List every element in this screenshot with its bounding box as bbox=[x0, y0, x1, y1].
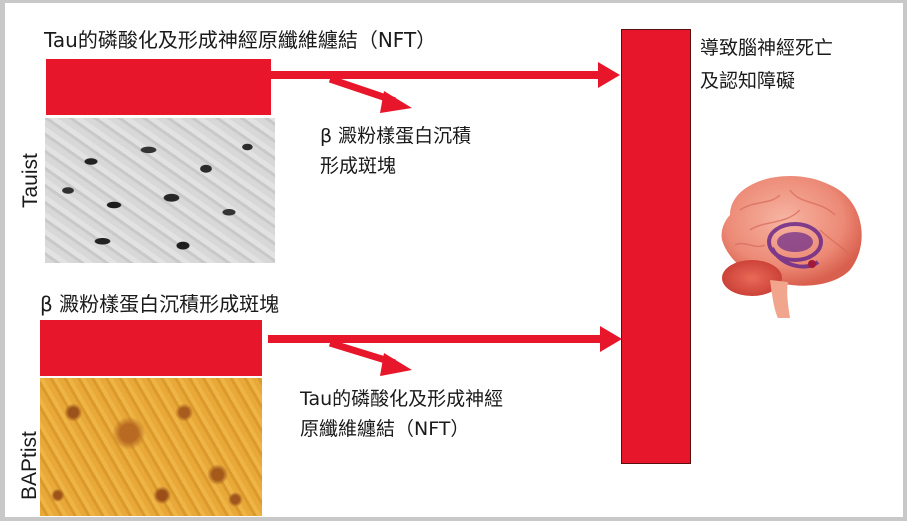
amyloid-plaque-micrograph bbox=[40, 378, 262, 516]
tau-tangle-micrograph bbox=[45, 118, 275, 263]
outcome-line1: 導致腦神經死亡 bbox=[700, 37, 834, 59]
amyloid-secondary-effect-label: Tau的磷酸化及形成神經 原纖維纏結（NFT） bbox=[300, 384, 503, 444]
amyloid-secondary-line1: Tau的磷酸化及形成神經 bbox=[300, 388, 504, 410]
bottom-main-arrow-icon bbox=[268, 326, 622, 352]
tau-secondary-effect-label: β 澱粉樣蛋白沉積 形成斑塊 bbox=[320, 121, 471, 181]
bottom-diagonal-arrow-icon bbox=[328, 339, 412, 376]
tau-hypothesis-bar bbox=[46, 59, 271, 115]
outcome-line2: 及認知障礙 bbox=[700, 70, 796, 92]
amyloid-hypothesis-bar bbox=[40, 320, 262, 376]
tau-hypothesis-title: Tau的磷酸化及形成神經原纖維纏結（NFT） bbox=[44, 28, 437, 52]
top-main-arrow-icon bbox=[271, 62, 620, 88]
amyloid-secondary-line2: 原纖維纏結（NFT） bbox=[300, 418, 470, 440]
top-diagonal-arrow-icon bbox=[328, 75, 412, 113]
outcome-bar bbox=[622, 30, 690, 463]
tau-secondary-line2: 形成斑塊 bbox=[320, 155, 397, 177]
amyloid-hypothesis-title: β 澱粉樣蛋白沉積形成斑塊 bbox=[40, 292, 280, 316]
brain-illustration bbox=[721, 176, 862, 318]
outcome-label: 導致腦神經死亡 及認知障礙 bbox=[700, 32, 833, 98]
tau-secondary-line1: β 澱粉樣蛋白沉積 bbox=[320, 125, 472, 147]
